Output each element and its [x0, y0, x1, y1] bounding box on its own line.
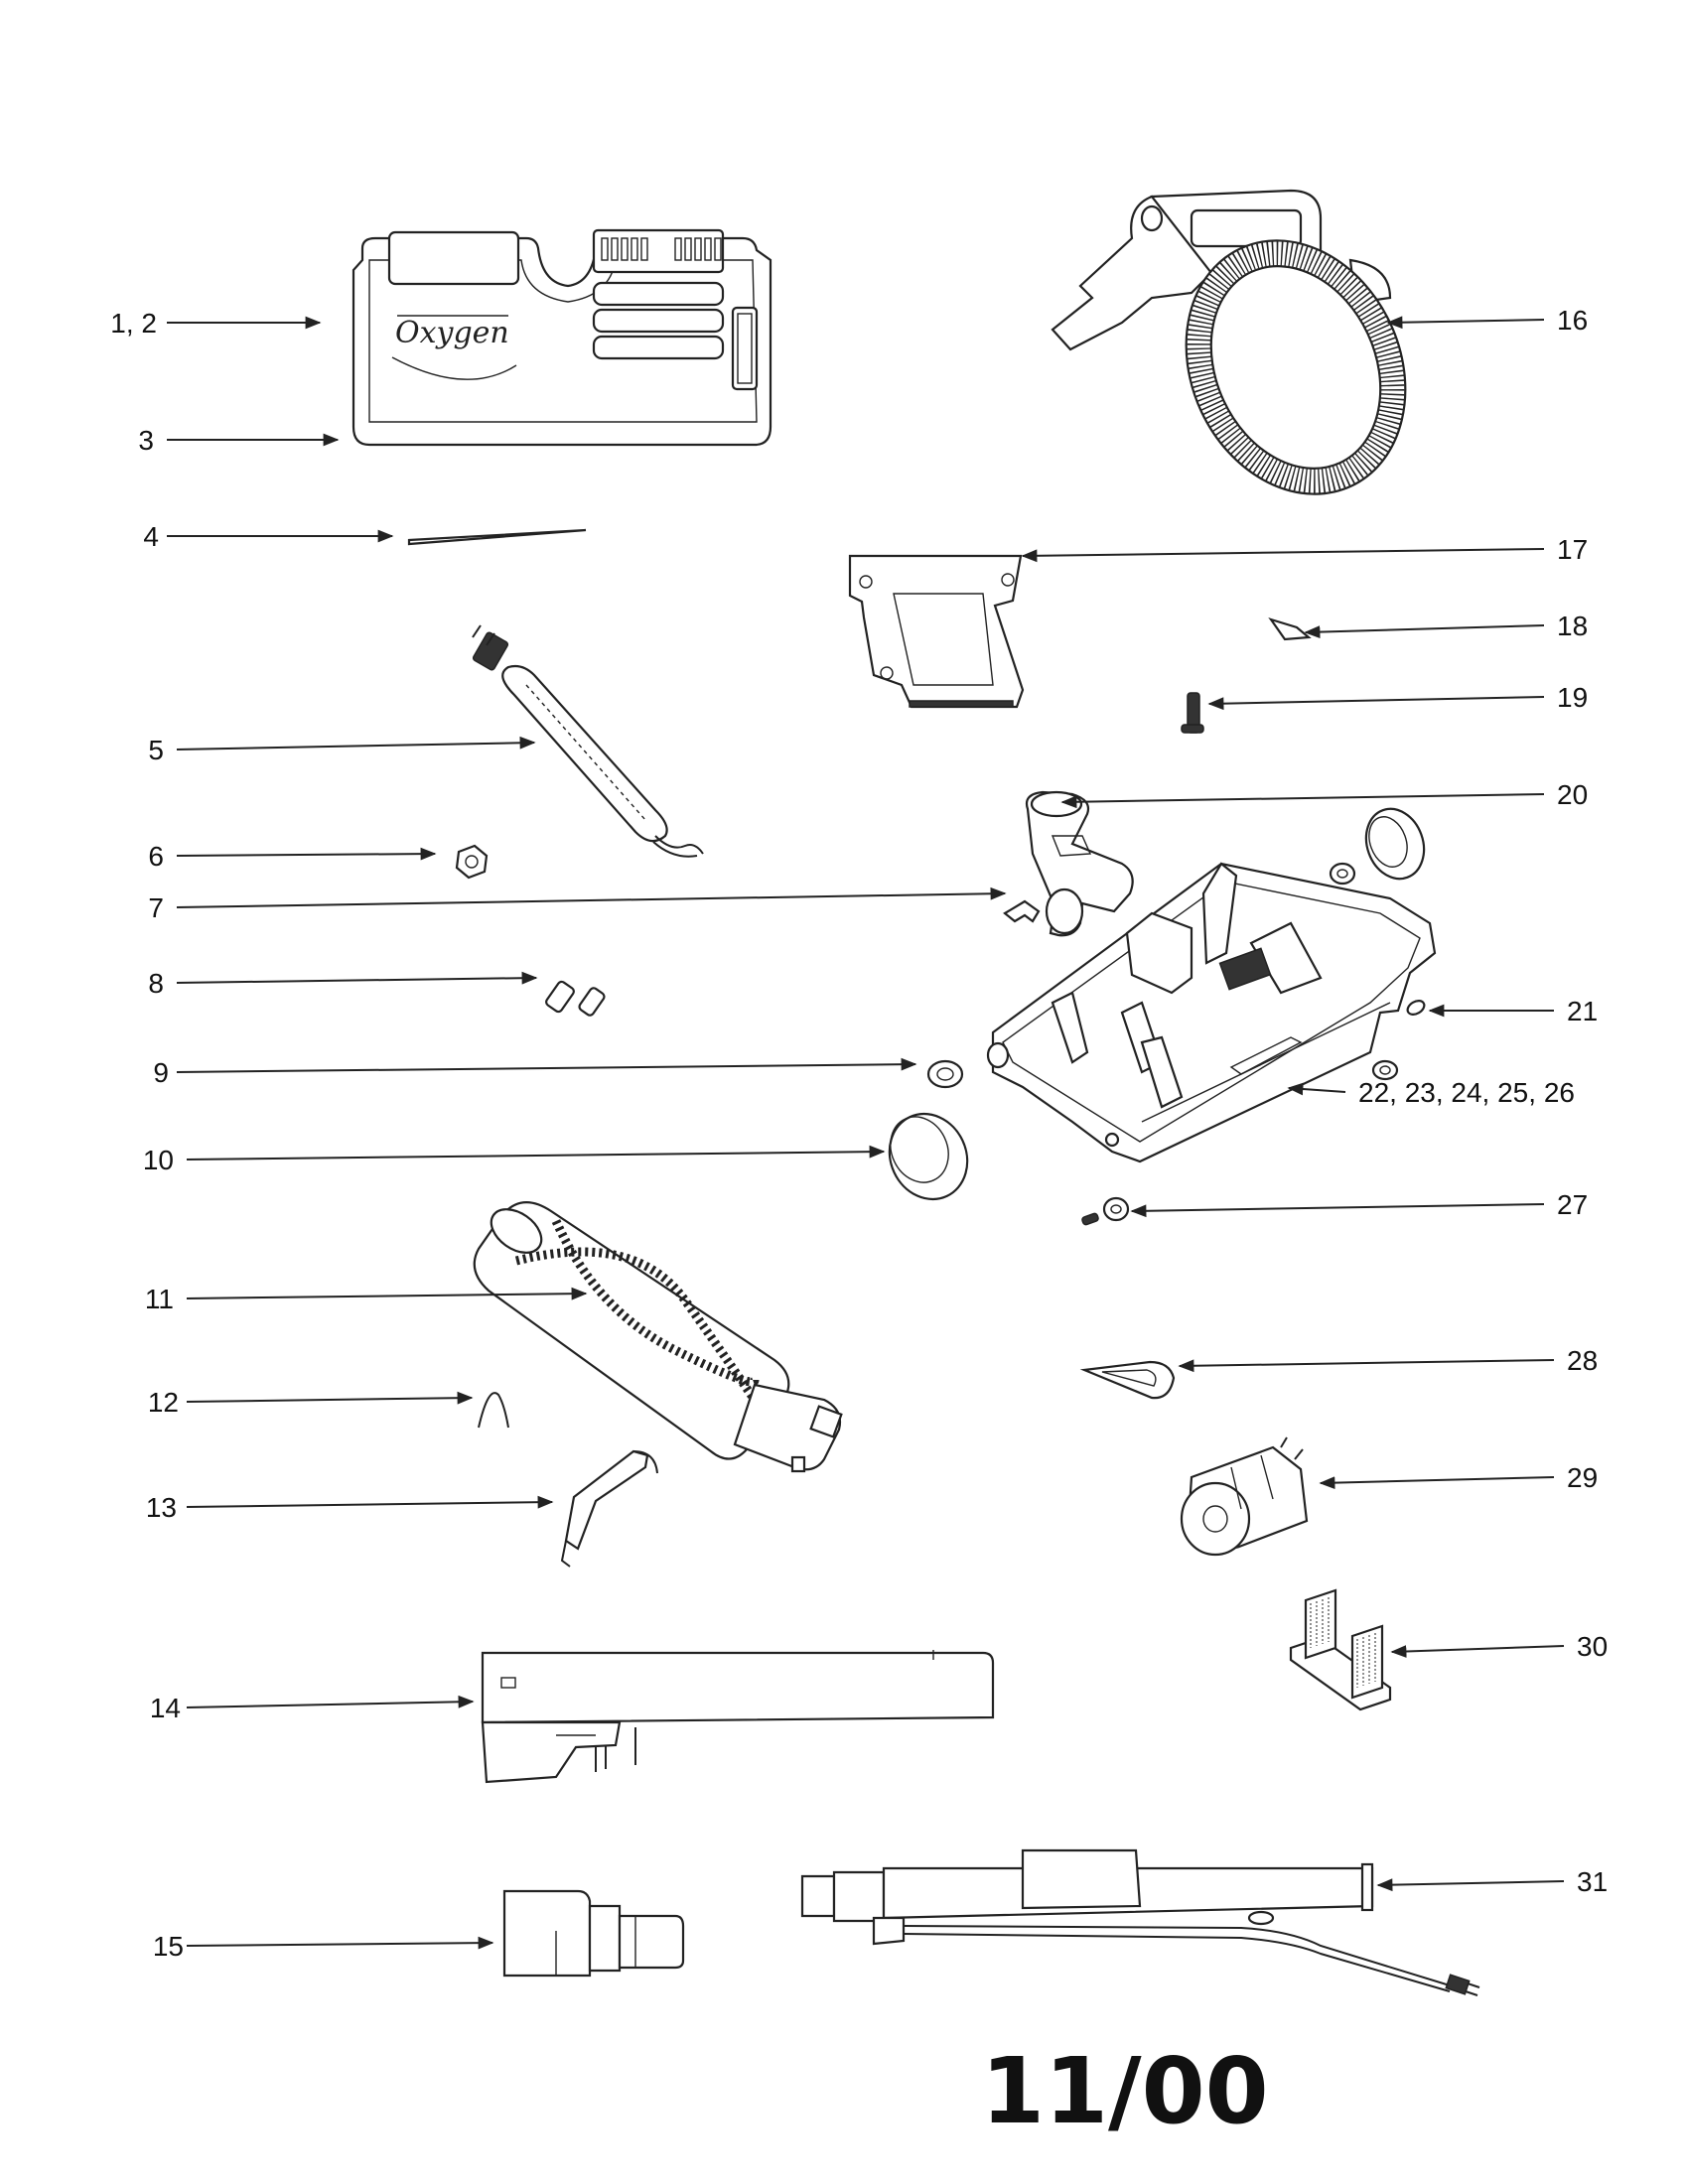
part-small-clip — [1268, 617, 1312, 641]
callout-12: 12 — [148, 1387, 179, 1418]
part-hose — [1051, 189, 1407, 495]
part-wand — [800, 1848, 1480, 1996]
part-motor — [1180, 1436, 1309, 1557]
callout-30: 30 — [1577, 1631, 1608, 1662]
part-chute-plate — [848, 554, 1025, 709]
callout-19: 19 — [1557, 682, 1588, 713]
part-clip — [1003, 899, 1041, 923]
part-filters — [1289, 1588, 1392, 1711]
callout-14: 14 — [150, 1693, 181, 1723]
callout-4: 4 — [143, 521, 159, 552]
callout-7: 7 — [148, 892, 164, 923]
callout-17: 17 — [1557, 534, 1588, 565]
part-bag-cover: Oxygen — [351, 228, 772, 447]
date-code: 11/00 — [981, 2038, 1269, 2144]
part-power-cord — [472, 624, 704, 858]
callout-3: 3 — [138, 425, 154, 456]
part-screw — [1181, 692, 1204, 734]
part-small-pin — [1406, 1000, 1426, 1016]
part-screw-nut — [1081, 1196, 1130, 1226]
part-brush-roll — [473, 1201, 843, 1473]
part-bracket — [560, 1449, 658, 1568]
callout-11: 11 — [145, 1284, 174, 1314]
callout-21: 21 — [1567, 996, 1598, 1026]
callout-27: 27 — [1557, 1189, 1588, 1220]
leader-lines — [167, 316, 1565, 1950]
callout-13: 13 — [146, 1492, 177, 1523]
callout-1-2: 1, 2 — [110, 308, 157, 339]
callout-29: 29 — [1567, 1462, 1598, 1493]
part-rod — [407, 528, 587, 546]
part-base-housing — [986, 862, 1437, 1163]
part-wheel — [888, 1112, 969, 1201]
part-handle-tube — [481, 1650, 995, 1784]
callout-18: 18 — [1557, 611, 1588, 641]
callout-31: 31 — [1577, 1866, 1608, 1897]
part-nut — [455, 844, 489, 880]
part-nozzle-neck — [1025, 790, 1134, 937]
part-belt — [1079, 1360, 1176, 1400]
callout-10: 10 — [143, 1145, 174, 1175]
callout-6: 6 — [148, 841, 164, 872]
logo-text: Oxygen — [395, 316, 509, 350]
part-connector — [502, 1889, 685, 1978]
part-pins — [545, 980, 606, 1017]
part-washer — [926, 1059, 964, 1089]
callout-9: 9 — [153, 1057, 169, 1088]
part-side-wheel — [1329, 807, 1426, 886]
callout-labels: 1, 2 3 4 5 6 7 8 9 10 11 12 13 14 15 16 … — [110, 305, 1608, 1962]
callout-8: 8 — [148, 968, 164, 999]
callout-16: 16 — [1557, 305, 1588, 336]
part-spring-clip — [478, 1392, 509, 1429]
callout-5: 5 — [148, 735, 164, 765]
callout-15: 15 — [153, 1931, 184, 1962]
callout-20: 20 — [1557, 779, 1588, 810]
callout-28: 28 — [1567, 1345, 1598, 1376]
callout-22-26: 22, 23, 24, 25, 26 — [1358, 1077, 1575, 1108]
